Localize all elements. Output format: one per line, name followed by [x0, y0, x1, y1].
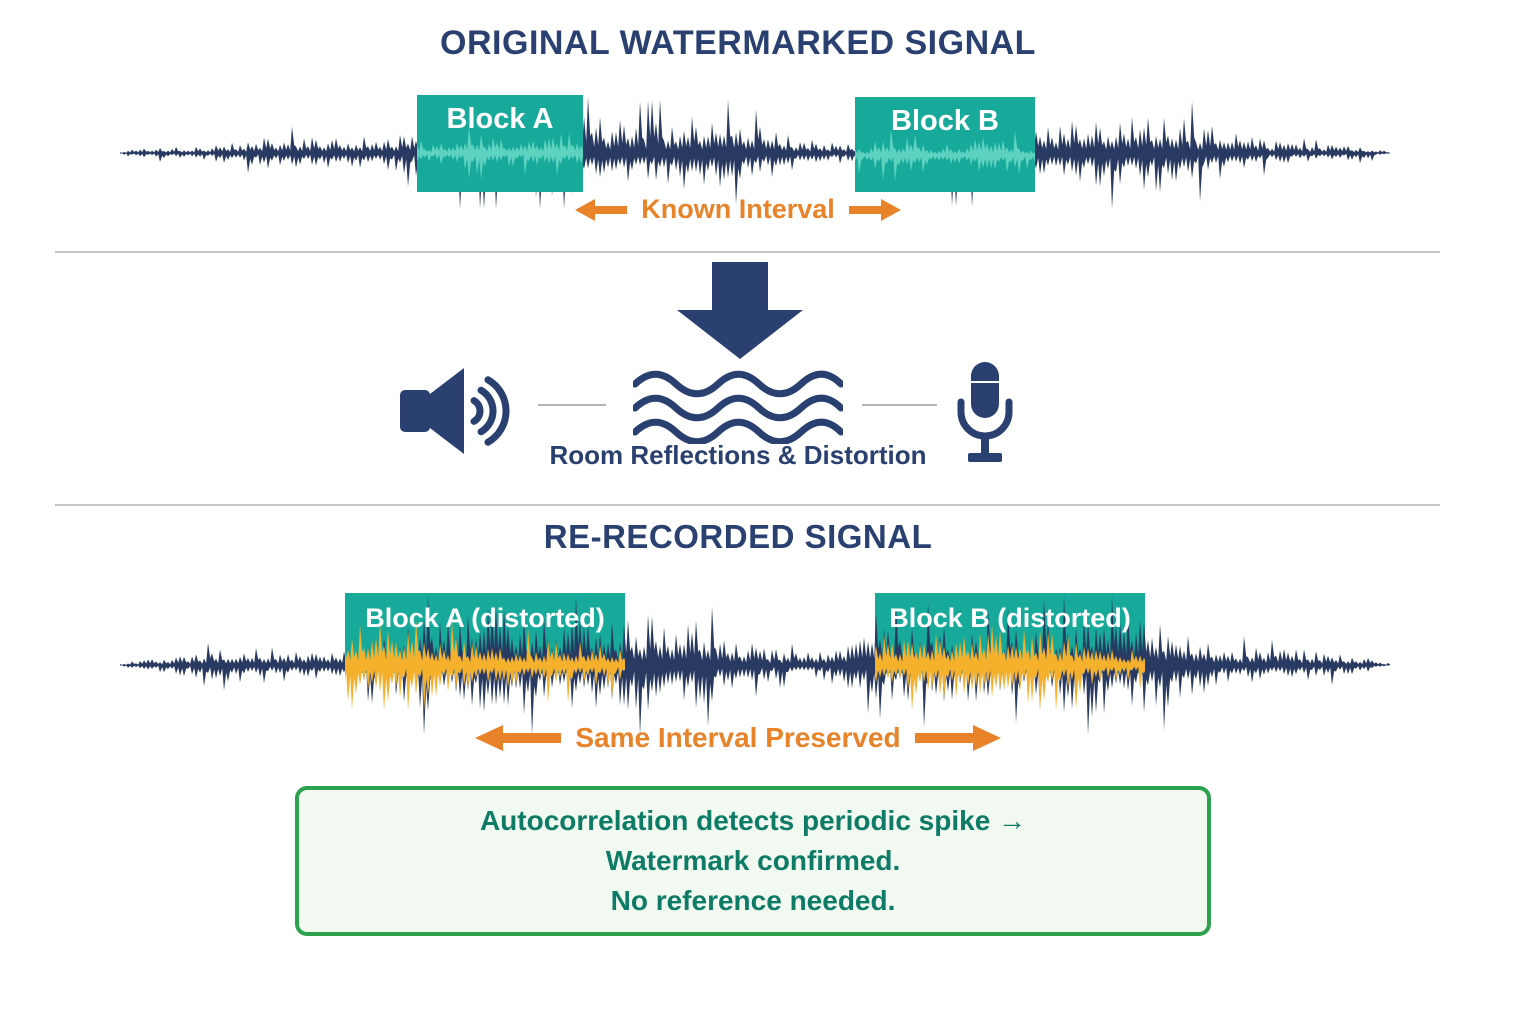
original-waveform	[120, 97, 1390, 209]
autocorrelation-result-box: Autocorrelation detects periodic spike →…	[295, 786, 1211, 936]
right-arrow-icon	[848, 198, 901, 221]
block-b-inner-waveform	[855, 129, 1035, 181]
speaker-icon	[400, 368, 510, 454]
result-line-3: No reference needed.	[610, 885, 896, 916]
connector-line-left	[538, 404, 606, 406]
connector-line-right	[862, 404, 937, 406]
result-line-1: Autocorrelation detects periodic spike →	[479, 805, 1027, 836]
result-line-2: Watermark confirmed.	[605, 845, 901, 876]
block-a: Block A	[417, 95, 583, 192]
divider-bottom	[55, 504, 1440, 506]
left-arrow-icon	[575, 198, 628, 221]
same-interval-label: Same Interval Preserved	[575, 722, 901, 753]
block-a-label: Block A	[446, 103, 554, 135]
original-signal-title: ORIGINAL WATERMARKED SIGNAL	[440, 24, 1036, 62]
left-arrow-icon	[475, 725, 562, 751]
block-b-label: Block B	[891, 105, 999, 137]
known-interval: Known Interval	[0, 194, 1506, 225]
rerecorded-waveform	[120, 595, 1390, 735]
block-b-distorted-label: Block B (distorted)	[889, 603, 1131, 633]
block-a-inner-waveform	[417, 127, 583, 179]
room-reflections-caption: Room Reflections & Distortion	[549, 440, 927, 470]
same-interval: Same Interval Preserved	[0, 722, 1506, 754]
known-interval-label: Known Interval	[641, 194, 835, 224]
microphone-icon	[957, 362, 1013, 462]
sound-waves-icon	[633, 370, 843, 444]
block-b: Block B	[855, 97, 1035, 192]
down-arrow-icon	[677, 262, 803, 359]
divider-top	[55, 251, 1440, 253]
block-a-distorted-label: Block A (distorted)	[365, 603, 605, 633]
rerecorded-signal-title: RE-RECORDED SIGNAL	[543, 518, 933, 555]
right-arrow-icon	[914, 725, 1001, 751]
